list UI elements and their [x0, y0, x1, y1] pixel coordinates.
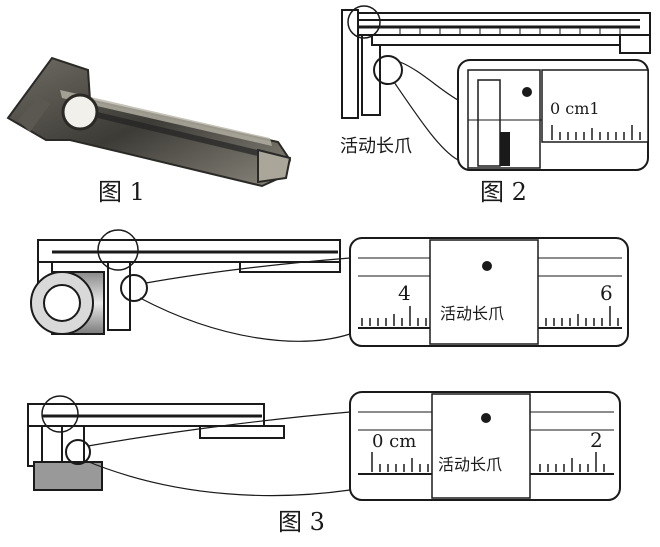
movable-jaw-label: 活动长爪: [440, 304, 504, 323]
jaw-rivet: [482, 261, 492, 271]
figure-3-lower: 0 cm 2 活动长爪 图 3: [27, 391, 621, 536]
zoom-connector: [139, 297, 351, 342]
callout-scale-ticks: [361, 306, 619, 326]
zoom-callout-3b: 0 cm 2 活动长爪: [349, 391, 621, 501]
zoom-circle: [120, 274, 148, 302]
zoom-circle-top: [41, 395, 79, 433]
measured-block: [33, 461, 103, 491]
caliper-closed-drawing: [341, 9, 651, 119]
scale-zero-cm: 0 cm: [372, 431, 416, 452]
zoom-circle-top: [347, 5, 381, 39]
zoom-callout-3a: 4 6 活动长爪: [349, 237, 629, 347]
jaw-rivet: [522, 87, 532, 97]
zoom-circle: [373, 55, 403, 85]
caliper-with-cylinder: [30, 239, 341, 335]
movable-jaw-callout-label: 活动长爪: [340, 136, 412, 157]
zoom-circle: [65, 439, 91, 465]
callout-scale-ticks: [551, 125, 641, 140]
scale-number-6: 6: [600, 281, 613, 305]
zoom-circle-top: [97, 229, 139, 271]
callout-scale-ticks: [371, 452, 605, 472]
figure-1-caption: 图 1: [98, 178, 145, 206]
zoom-connector: [145, 257, 351, 284]
main-scale-ticks: [399, 27, 621, 34]
figure-3-upper: 4 6 活动长爪: [30, 229, 629, 347]
figure-2-caption: 图 2: [480, 178, 527, 206]
scale-number-4: 4: [398, 281, 411, 305]
cylinder: [30, 271, 105, 335]
scale-unit-label: 0 cm1: [550, 99, 600, 118]
caliper-with-block: [27, 403, 285, 491]
figure-1: 图 1: [6, 56, 292, 206]
figure-2: 0 cm1 活动长爪 图 2: [340, 5, 651, 206]
zoom-callout-2: 0 cm1: [457, 59, 649, 171]
zoom-connector: [399, 61, 459, 101]
zoom-connector: [393, 81, 459, 161]
caliper-photo: [6, 56, 292, 188]
zoom-connector: [87, 411, 351, 447]
scale-number-2: 2: [590, 428, 603, 452]
figure-3-caption: 图 3: [278, 508, 325, 536]
jaw-rivet: [481, 413, 491, 423]
zoom-connector: [83, 459, 351, 497]
movable-jaw-label: 活动长爪: [438, 455, 502, 474]
